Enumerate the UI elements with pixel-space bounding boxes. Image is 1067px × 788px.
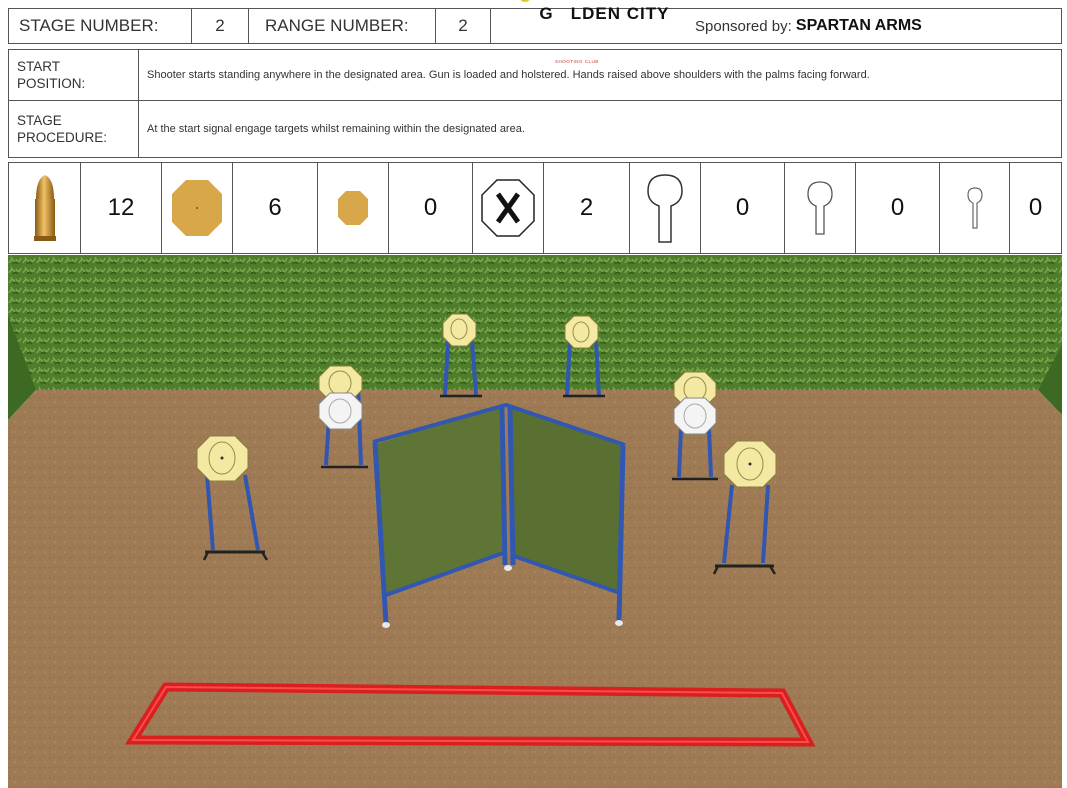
medium-poppers-count-cell: 0	[856, 163, 940, 253]
large-poppers-count: 0	[736, 194, 749, 222]
mini-popper-icon-cell	[318, 163, 389, 253]
medium-popper-icon	[805, 180, 835, 236]
header-row: STAGE NUMBER: 2 RANGE NUMBER: 2 G LDEN C…	[8, 8, 1062, 44]
no-shoot-target	[319, 393, 362, 429]
start-position-text: Shooter starts standing anywhere in the …	[139, 50, 1061, 100]
no-shoots-count: 2	[580, 194, 593, 222]
sponsor-prefix: Sponsored by:	[695, 18, 796, 35]
no-shoot-icon-cell	[473, 163, 544, 253]
mini-poppers-count-cell: 0	[389, 163, 473, 253]
no-shoot-icon	[480, 178, 536, 238]
club-logo: G LDEN CITY SHOOTING CLUB	[491, 9, 681, 43]
club-logo-dot-icon	[519, 0, 531, 2]
paper-target-icon	[170, 178, 224, 238]
stage-number-value: 2	[215, 16, 224, 36]
target-counts-row: 12 6 0 2 0 0 0	[8, 162, 1062, 254]
stage-number-cell: 2	[192, 9, 249, 43]
stage-procedure-row: STAGE PROCEDURE: At the start signal eng…	[8, 101, 1062, 158]
sponsor-cell: Sponsored by: SPARTAN ARMS	[681, 9, 1061, 43]
stage-number-label: STAGE NUMBER:	[19, 16, 158, 36]
stage-number-label-cell: STAGE NUMBER:	[9, 9, 192, 43]
procedure-label-line2: PROCEDURE:	[17, 129, 107, 146]
stage-diagram	[8, 255, 1062, 788]
small-poppers-count: 0	[1029, 194, 1042, 222]
small-popper-icon-cell	[940, 163, 1010, 253]
range-number-value: 2	[458, 16, 467, 36]
stage-procedure-label: STAGE PROCEDURE:	[9, 101, 139, 157]
medium-poppers-count: 0	[891, 194, 904, 222]
rounds-count-cell: 12	[81, 163, 162, 253]
mini-target-icon	[337, 190, 369, 226]
range-number-label: RANGE NUMBER:	[265, 16, 409, 36]
start-position-label: START POSITION:	[9, 50, 139, 100]
range-number-label-cell: RANGE NUMBER:	[249, 9, 436, 43]
club-name: G LDEN CITY	[539, 4, 669, 23]
paper-targets-count-cell: 6	[233, 163, 318, 253]
procedure-label-line1: STAGE	[17, 112, 62, 129]
large-popper-icon	[645, 172, 685, 244]
paper-target-icon-cell	[162, 163, 233, 253]
large-poppers-count-cell: 0	[701, 163, 785, 253]
small-poppers-count-cell: 0	[1010, 163, 1061, 253]
start-position-row: START POSITION: Shooter starts standing …	[8, 49, 1062, 101]
large-popper-icon-cell	[630, 163, 701, 253]
no-shoot-target	[674, 398, 716, 434]
start-label-line2: POSITION:	[17, 75, 85, 92]
rounds-count: 12	[108, 194, 135, 222]
small-popper-icon	[965, 186, 985, 230]
back-berm	[8, 255, 1062, 390]
no-shoots-count-cell: 2	[544, 163, 630, 253]
medium-popper-icon-cell	[785, 163, 856, 253]
mini-poppers-count: 0	[424, 194, 437, 222]
paper-target	[565, 316, 598, 348]
sponsor-name: SPARTAN ARMS	[796, 17, 922, 35]
paper-targets-count: 6	[268, 194, 281, 222]
stage-procedure-text: At the start signal engage targets whils…	[139, 101, 1061, 157]
start-label-line1: START	[17, 58, 60, 75]
rounds-icon-cell	[9, 163, 81, 253]
range-number-cell: 2	[436, 9, 491, 43]
bullet-icon	[30, 173, 60, 243]
